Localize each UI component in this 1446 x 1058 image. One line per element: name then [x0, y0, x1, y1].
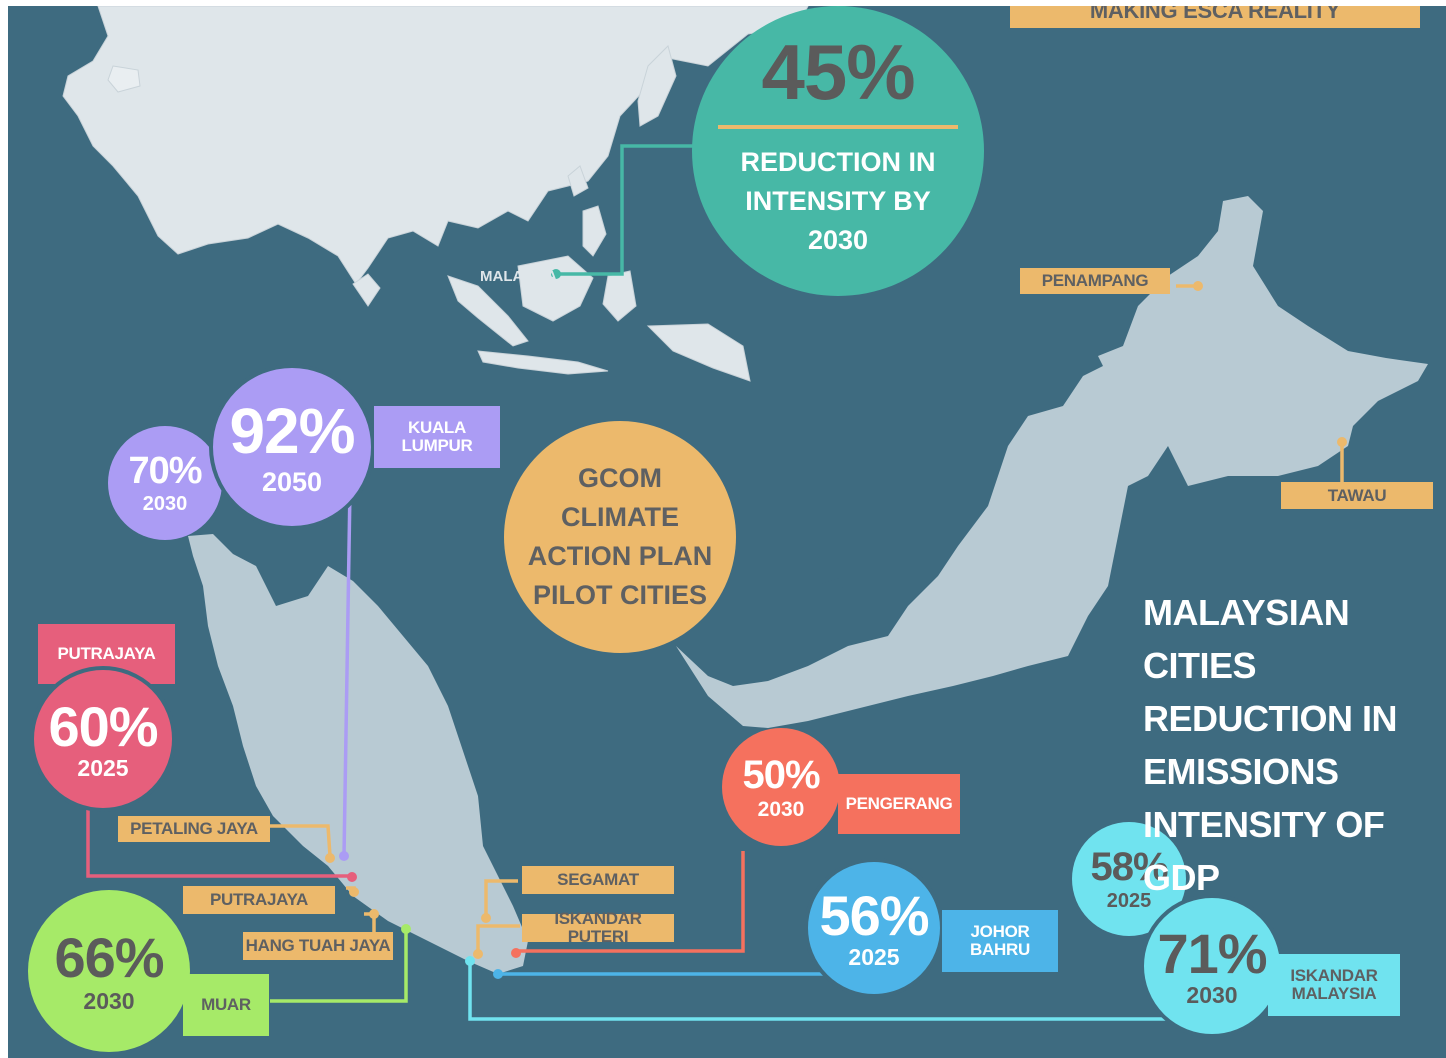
title-line-2: REDUCTION IN — [1143, 698, 1398, 739]
hang-tuah-jaya-dot — [369, 909, 379, 919]
pengerang-label: PENGERANG — [838, 774, 960, 834]
iskandar-malaysia-dot — [465, 956, 475, 966]
pengerang-circle: 50% 2030 — [722, 728, 840, 846]
kuala-lumpur-label-line-2: LUMPUR — [401, 436, 473, 455]
tawau-dot — [1337, 437, 1347, 447]
johor-bahru-year: 2025 — [848, 943, 900, 970]
headline-line-3: 2030 — [807, 224, 869, 255]
gcom-line-3: ACTION PLAN — [527, 541, 713, 571]
kuala-lumpur-2050-percent: 92% — [229, 394, 355, 467]
peninsular-malaysia-shape — [188, 534, 528, 974]
malaysia-map-label: MALAYSIA — [480, 268, 557, 285]
putrajaya-percent: 60% — [48, 694, 158, 758]
muar-year: 2030 — [83, 987, 135, 1014]
top-edge-strip — [8, 0, 808, 6]
penampang-dot — [1193, 281, 1203, 291]
johor-bahru-dot — [493, 969, 503, 979]
iskandar-puteri-dot — [473, 949, 483, 959]
hang-tuah-jaya-label: HANG TUAH JAYA — [243, 932, 393, 960]
headline-line-2: INTENSITY BY — [745, 185, 931, 216]
muar-circle: 66% 2030 — [28, 890, 190, 1052]
pengerang-percent: 50% — [742, 752, 820, 797]
headline-divider — [718, 124, 958, 129]
iskandar-malaysia-2030-percent: 71% — [1157, 921, 1267, 985]
banner-text: MAKING ESCA REALITY — [1089, 6, 1341, 23]
kuala-lumpur-dot — [339, 851, 349, 861]
kuala-lumpur-2030-percent: 70% — [128, 450, 202, 492]
map-panel: MAKING ESCA REALITY 45% REDUCTION IN INT… — [8, 6, 1446, 1058]
leader-lines — [86, 144, 1344, 1021]
title-line-1: MALAYSIAN CITIES — [1143, 592, 1350, 686]
pengerang-dot — [511, 948, 521, 958]
title-line-4: INTENSITY OF GDP — [1143, 804, 1385, 898]
putrajaya-map-dot — [349, 887, 359, 897]
gcom-pilot-cities-badge: GCOM CLIMATE ACTION PLAN PILOT CITIES — [504, 421, 736, 653]
headline-reduction-circle: 45% REDUCTION IN INTENSITY BY 2030 — [692, 6, 984, 296]
segamat-label: SEGAMAT — [522, 866, 674, 894]
top-banner: MAKING ESCA REALITY — [1010, 6, 1420, 28]
petaling-jaya-dot — [325, 853, 335, 863]
borneo-malaysia-shape — [676, 196, 1428, 728]
map-layer — [62, 6, 1428, 1021]
kuala-lumpur-2030-circle: 70% 2030 — [108, 426, 222, 540]
putrajaya-dot — [347, 872, 357, 882]
iskandar-puteri-label: ISKANDAR PUTERI — [522, 910, 674, 945]
headline-text: REDUCTION IN INTENSITY BY 2030 — [741, 143, 936, 260]
iskandar-malaysia-label-line-1: ISKANDAR — [1290, 966, 1378, 986]
putrajaya-year: 2025 — [77, 754, 129, 781]
kuala-lumpur-label-line-1: KUALA — [408, 418, 466, 438]
johor-bahru-percent: 56% — [819, 883, 929, 947]
johor-bahru-circle: 56% 2025 — [804, 858, 944, 998]
infographic-title: MALAYSIAN CITIES REDUCTION IN EMISSIONS … — [1143, 586, 1443, 904]
asia-inset-map — [62, 6, 809, 382]
johor-bahru-label-line-2: BAHRU — [970, 940, 1030, 959]
petaling-jaya-label: PETALING JAYA — [118, 816, 270, 842]
kuala-lumpur-2030-year: 2030 — [142, 493, 188, 515]
johor-bahru-label-line-1: JOHOR — [970, 922, 1030, 942]
kuala-lumpur-2050-circle: 92% 2050 — [209, 364, 375, 530]
iskandar-malaysia-2025-percent: 58% — [1090, 845, 1168, 889]
gcom-line-1: GCOM — [578, 463, 662, 493]
iskandar-malaysia-2025-year: 2025 — [1106, 890, 1152, 912]
muar-dot — [401, 924, 411, 934]
segamat-dot — [481, 913, 491, 923]
iskandar-malaysia-2030-circle: 71% 2030 — [1140, 894, 1284, 1038]
title-line-3: EMISSIONS — [1143, 751, 1339, 792]
brunei-shape — [820, 578, 846, 604]
malaysia-location-dot — [551, 269, 561, 279]
gcom-line-4: PILOT CITIES — [532, 580, 707, 610]
headline-percent: 45% — [761, 27, 915, 116]
johor-bahru-label: JOHOR BAHRU — [942, 910, 1058, 972]
penampang-label: PENAMPANG — [1020, 268, 1170, 294]
pengerang-year: 2030 — [757, 797, 805, 821]
headline-line-1: REDUCTION IN — [740, 146, 936, 177]
muar-percent: 66% — [54, 925, 164, 989]
gcom-line-2: CLIMATE — [561, 502, 679, 532]
kuala-lumpur-label: KUALA LUMPUR — [374, 406, 500, 468]
muar-label: MUAR — [183, 974, 269, 1036]
kuala-lumpur-2050-year: 2050 — [261, 466, 323, 497]
putrajaya-map-label: PUTRAJAYA — [183, 886, 335, 914]
iskandar-malaysia-label: ISKANDAR MALAYSIA — [1268, 954, 1400, 1016]
putrajaya-circle: 60% 2025 — [30, 666, 176, 812]
iskandar-malaysia-label-line-2: MALAYSIA — [1291, 984, 1377, 1003]
iskandar-malaysia-2030-year: 2030 — [1186, 981, 1238, 1008]
tawau-label: TAWAU — [1281, 482, 1433, 509]
